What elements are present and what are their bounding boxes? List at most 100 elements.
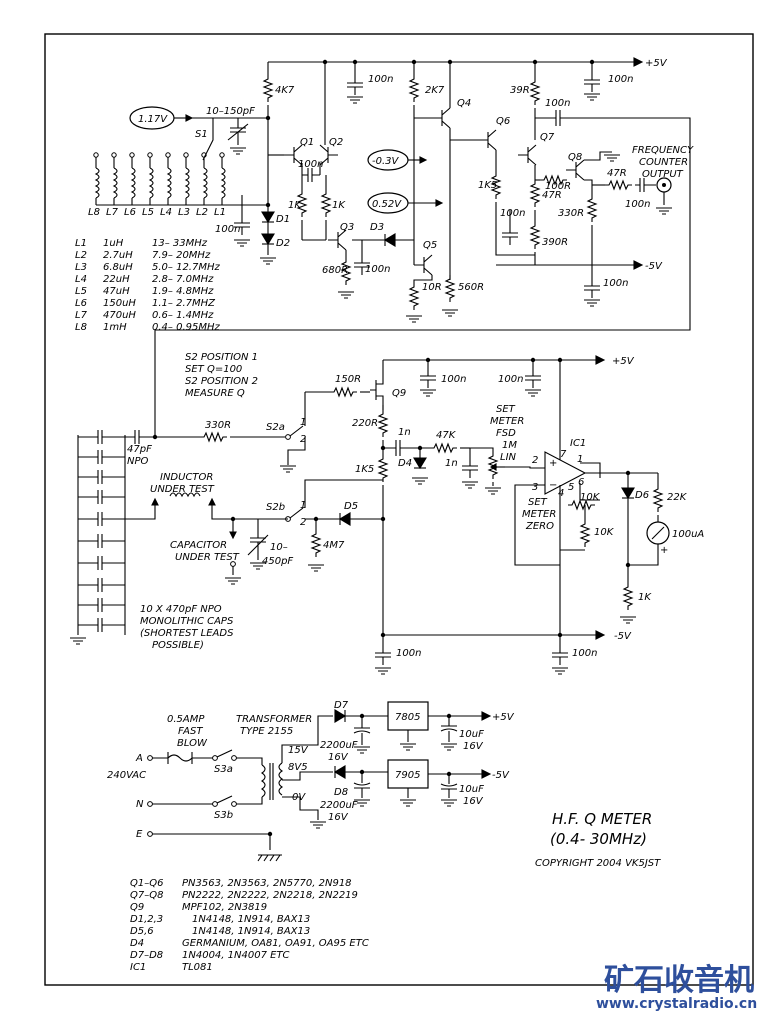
freq-counter-label-2: COUNTER bbox=[639, 157, 688, 168]
inductor-bank: L8 L7 L6 L5 L4 L3 L2 L1 bbox=[88, 152, 268, 218]
tbl-6-val: 470uH bbox=[103, 310, 136, 321]
svg-text:+: + bbox=[660, 545, 668, 556]
v052-label: 0.52V bbox=[372, 199, 402, 210]
tbl-0-val: 1uH bbox=[103, 238, 124, 249]
tbl-7-name: L8 bbox=[75, 322, 87, 333]
tbl-0-range: 13– 33MHz bbox=[152, 238, 208, 249]
set-meter-label-2: METER bbox=[490, 416, 524, 427]
part-0-desc: PN3563, 2N3563, 2N5770, 2N918 bbox=[182, 878, 352, 889]
s2b-pos2-label: 2 bbox=[300, 517, 306, 528]
s2b-label: S2b bbox=[266, 502, 285, 513]
d8-label: D8 bbox=[334, 787, 348, 798]
r1m-label: 1M bbox=[502, 440, 517, 451]
copyright-label: COPYRIGHT 2004 VK5JST bbox=[535, 858, 661, 869]
pin4-label: 4 bbox=[558, 488, 564, 499]
inductor-label-2: L6 bbox=[124, 207, 136, 218]
c47pf-label: 47pF bbox=[127, 444, 152, 455]
part-2-desc: MPF102, 2N3819 bbox=[182, 902, 267, 913]
s2a-label: S2a bbox=[266, 422, 285, 433]
r10r-label: 10R bbox=[422, 282, 442, 293]
v15-label: 15V bbox=[288, 745, 309, 756]
v117-label: 1.17V bbox=[138, 114, 168, 125]
tbl-5-range: 1.1– 2.7MHZ bbox=[152, 298, 216, 309]
lin-label: LIN bbox=[500, 452, 517, 463]
part-1-desc: PN2222, 2N2222, 2N2218, 2N2219 bbox=[182, 890, 358, 901]
r4k7-label: 4K7 bbox=[275, 85, 295, 96]
part-6-desc: 1N4004, 1N4007 ETC bbox=[182, 950, 290, 961]
tbl-5-name: L6 bbox=[75, 298, 87, 309]
part-4-desc: 1N4148, 1N914, BAX13 bbox=[192, 926, 310, 937]
d4-label: D4 bbox=[398, 458, 412, 469]
page-border bbox=[44, 33, 754, 986]
c1n-a-label: 1n bbox=[398, 427, 411, 438]
r39r-label: 39R bbox=[510, 85, 530, 96]
c10ub-label: 10uF bbox=[459, 784, 484, 795]
c2200b-label: 2200uF bbox=[320, 800, 358, 811]
r2k7-label: 2K7 bbox=[425, 85, 445, 96]
caps-note-2: MONOLITHIC CAPS bbox=[140, 616, 234, 627]
c100n-f-label: 100n bbox=[625, 199, 650, 210]
r47k-label: 47K bbox=[436, 430, 457, 441]
r220r-label: 220R bbox=[352, 418, 378, 429]
q9-label: Q9 bbox=[392, 388, 406, 399]
inductor-label-6: L2 bbox=[196, 207, 208, 218]
v8v5-label: 8V5 bbox=[288, 762, 308, 773]
terminal-n-label: N bbox=[136, 799, 144, 810]
q6-label: Q6 bbox=[496, 116, 510, 127]
part-3-ref: D1,2,3 bbox=[130, 914, 163, 925]
r1k5-label: 1K5 bbox=[478, 180, 497, 191]
r330r-label: 330R bbox=[558, 208, 584, 219]
tbl-4-name: L5 bbox=[75, 286, 87, 297]
watermark-chinese: 矿石收音机 bbox=[604, 963, 754, 998]
title-line-1: H.F. Q METER bbox=[552, 810, 652, 828]
terminal-e-label: E bbox=[136, 829, 143, 840]
q3-label: Q3 bbox=[340, 222, 354, 233]
neg5-label-top: -5V bbox=[645, 261, 663, 272]
tbl-2-range: 5.0– 12.7MHz bbox=[152, 262, 220, 273]
r47r-b-label: 47R bbox=[607, 168, 627, 179]
v0-label: 0V bbox=[292, 792, 306, 803]
fuse-label-1: 0.5AMP bbox=[167, 714, 205, 725]
part-7-desc: TL081 bbox=[182, 962, 213, 973]
pos5-label-top: +5V bbox=[645, 58, 668, 69]
s2a-pos2-label: 2 bbox=[300, 434, 306, 445]
s2a-pos1-label: 1 bbox=[300, 417, 306, 428]
inductor-label-5: L3 bbox=[178, 207, 190, 218]
q4-label: Q4 bbox=[457, 98, 471, 109]
pos5-label-mid: +5V bbox=[612, 356, 635, 367]
part-5-ref: D4 bbox=[130, 938, 144, 949]
s1-label: S1 bbox=[195, 129, 208, 140]
inductor-label-4: L4 bbox=[160, 207, 172, 218]
r10k-b-label: 10K bbox=[594, 527, 615, 538]
tbl-6-range: 0.6– 1.4MHz bbox=[152, 310, 214, 321]
c16b-label: 16V bbox=[328, 812, 349, 823]
part-2-ref: Q9 bbox=[130, 902, 144, 913]
neg5-label-mid: -5V bbox=[614, 631, 632, 642]
caps-note-4: POSSIBLE) bbox=[152, 640, 204, 651]
part-6-ref: D7–D8 bbox=[130, 950, 163, 961]
pin1-label: 1 bbox=[577, 454, 583, 465]
r1k-a-label: 1K bbox=[288, 200, 302, 211]
power-supply-section: 0.5AMP FAST BLOW TRANSFORMER TYPE 2155 A… bbox=[107, 700, 515, 862]
v03-label: -0.3V bbox=[372, 156, 400, 167]
tbl-0-name: L1 bbox=[75, 238, 87, 249]
d1-label: D1 bbox=[276, 214, 290, 225]
inductor-label-0: L8 bbox=[88, 207, 100, 218]
c10ua-label: 10uF bbox=[459, 729, 484, 740]
d3-label: D3 bbox=[370, 222, 384, 233]
r390r-label: 390R bbox=[542, 237, 568, 248]
pin6-label: 6 bbox=[578, 477, 584, 488]
c100n-c-label: 100n bbox=[545, 98, 570, 109]
cap-test-label-1: CAPACITOR bbox=[170, 540, 227, 551]
ic1-label: IC1 bbox=[570, 438, 586, 449]
pin7-label: 7 bbox=[560, 449, 567, 460]
set-meter-label-1: SET bbox=[496, 404, 516, 415]
d2-label: D2 bbox=[276, 238, 290, 249]
inductor-label-1: L7 bbox=[106, 207, 119, 218]
q1-label: Q1 bbox=[300, 137, 314, 148]
psu-neg5-label: -5V bbox=[492, 770, 510, 781]
part-4-ref: D5,6 bbox=[130, 926, 154, 937]
part-3-desc: 1N4148, 1N914, BAX13 bbox=[192, 914, 310, 925]
